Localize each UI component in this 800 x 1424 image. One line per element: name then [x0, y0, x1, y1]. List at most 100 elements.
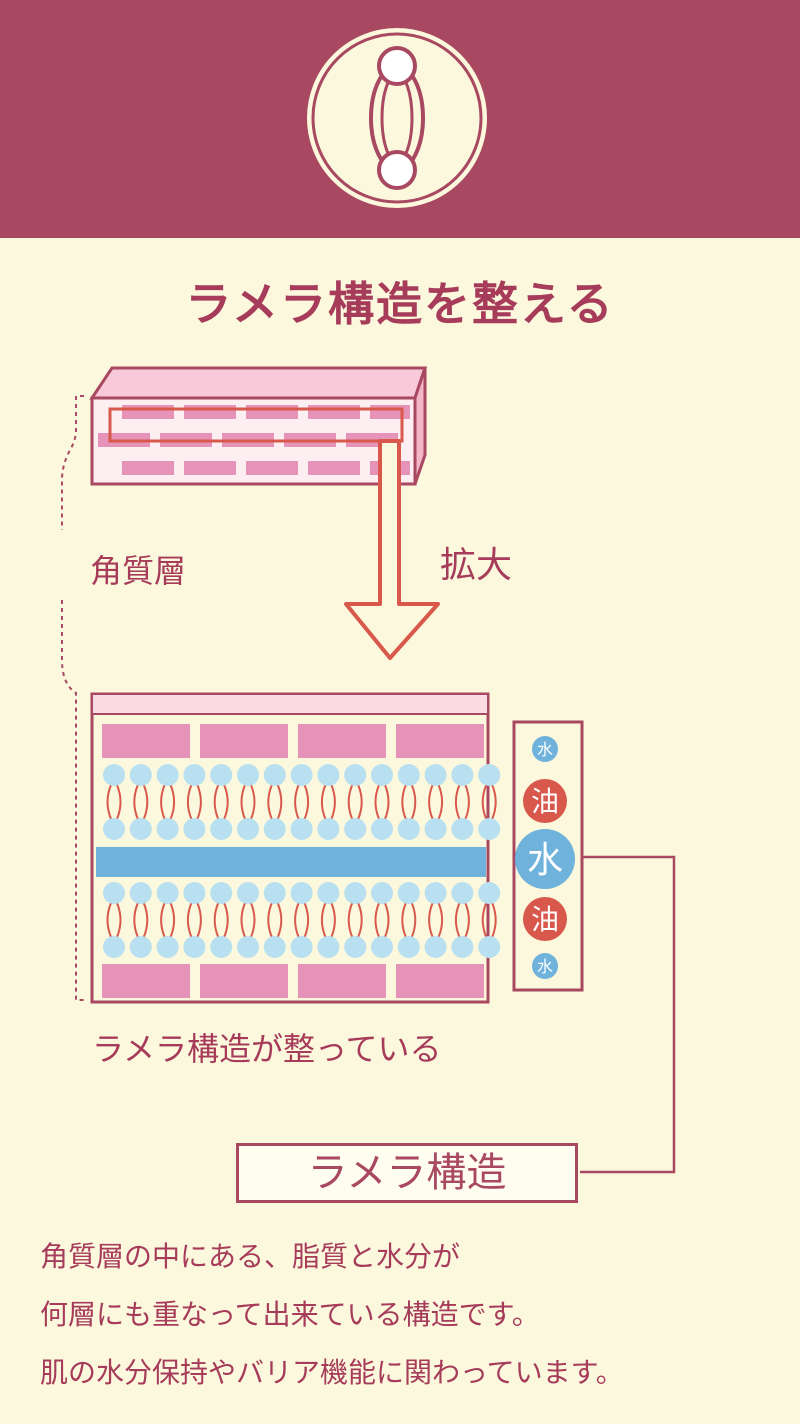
lipid-tail: [240, 902, 256, 938]
zoom-arrow-icon: [344, 439, 440, 660]
lipid-head: [237, 764, 259, 786]
lipid-head: [317, 818, 340, 840]
lipid-head: [129, 764, 152, 786]
lipid-head: [478, 764, 501, 786]
lipid-bilayer-bottom: [103, 882, 501, 958]
lipid-head: [237, 818, 259, 840]
water-dot-small: [532, 953, 558, 979]
lipid-tail: [454, 902, 470, 938]
lipid-head: [317, 882, 340, 904]
lipid-head: [451, 818, 474, 840]
lipid-tail: [320, 902, 336, 938]
lipid-head: [263, 936, 286, 958]
lipid-tail: [347, 784, 363, 820]
lipid-head: [317, 936, 340, 958]
legend-water-small: 水: [537, 740, 553, 759]
lipid-head: [371, 882, 393, 904]
lipid-head: [371, 936, 393, 958]
water-layer: [96, 847, 486, 877]
lipid-head: [397, 818, 420, 840]
lipid-tail: [160, 784, 176, 820]
lipid-tail: [428, 784, 444, 820]
lipid-head: [210, 936, 233, 958]
lipid-head: [478, 936, 501, 958]
description-line: 肌の水分保持やバリア機能に関わっています。: [40, 1356, 624, 1389]
lipid-head: [478, 882, 501, 904]
lipid-head: [129, 818, 152, 840]
water-dot-small: [532, 736, 558, 762]
lipid-head: [424, 936, 447, 958]
stratum-bracket: [61, 395, 84, 1001]
lipid-tail: [106, 902, 122, 938]
lipid-tail: [374, 902, 390, 938]
lipid-head: [478, 818, 501, 840]
term-box: ラメラ構造: [236, 1143, 578, 1203]
lipid-tail: [401, 784, 417, 820]
lipid-head: [344, 764, 367, 786]
page-title: ラメラ構造を整える: [185, 277, 615, 331]
lipid-tail: [454, 784, 470, 820]
term-label: ラメラ構造: [307, 1150, 507, 1196]
lipid-tail: [294, 902, 310, 938]
lipid-head: [317, 764, 340, 786]
lipid-head: [183, 936, 206, 958]
lipid-head: [210, 882, 233, 904]
zoom-label: 拡大: [440, 545, 513, 586]
lipid-head: [129, 882, 152, 904]
lipid-head: [263, 818, 286, 840]
lipid-tail: [347, 902, 363, 938]
lipid-head: [263, 764, 286, 786]
lipid-head: [103, 764, 125, 786]
lipid-tail: [213, 784, 229, 820]
description-line: 何層にも重なって出来ている構造です。: [40, 1298, 540, 1331]
lipid-head: [290, 882, 313, 904]
lipid-head: [156, 882, 179, 904]
lipid-tail: [294, 784, 310, 820]
lipid-head: [397, 764, 420, 786]
lipid-head: [103, 818, 125, 840]
lipid-tail: [481, 902, 497, 938]
lipid-head: [156, 764, 179, 786]
lipid-head: [424, 882, 447, 904]
lipid-head: [103, 882, 125, 904]
description-line: 角質層の中にある、脂質と水分が: [40, 1240, 461, 1273]
lipid-head: [397, 882, 420, 904]
lipid-tail: [240, 784, 256, 820]
description: 角質層の中にある、脂質と水分が 何層にも重なって出来ている構造です。 肌の水分保…: [40, 1228, 790, 1402]
lipid-head: [183, 882, 206, 904]
legend-column: 水 油 水 油 水: [512, 720, 584, 992]
lipid-head: [263, 882, 286, 904]
lipid-head: [344, 936, 367, 958]
lipid-head: [290, 936, 313, 958]
lipid-head: [129, 936, 152, 958]
lipid-head: [290, 764, 313, 786]
zoom-selection: [108, 407, 404, 443]
lipid-tail: [481, 784, 497, 820]
lipid-head: [237, 882, 259, 904]
lipid-bilayer-top: [103, 764, 501, 840]
lipid-tail: [186, 784, 202, 820]
lipid-head: [237, 936, 259, 958]
lipid-head: [344, 882, 367, 904]
lipid-tail: [160, 902, 176, 938]
lipid-head: [103, 936, 125, 958]
lipid-head: [451, 764, 474, 786]
lipid-tail: [133, 902, 149, 938]
lipid-head: [424, 764, 447, 786]
lipid-tail: [186, 902, 202, 938]
legend-oil: 油: [531, 785, 559, 818]
lipid-head: [210, 764, 233, 786]
lipid-head: [371, 818, 393, 840]
lipid-tail: [267, 784, 283, 820]
lipid-tail: [428, 902, 444, 938]
stratum-block: [89, 366, 428, 486]
stratum-label: 角質層: [90, 552, 187, 590]
lipid-head: [183, 764, 206, 786]
lipid-tail: [106, 784, 122, 820]
legend-oil: 油: [531, 903, 559, 936]
lamellar-magnified: [90, 692, 501, 1004]
oil-dot: [523, 779, 567, 823]
legend-water-large: 水: [527, 840, 563, 881]
lipid-head: [290, 818, 313, 840]
